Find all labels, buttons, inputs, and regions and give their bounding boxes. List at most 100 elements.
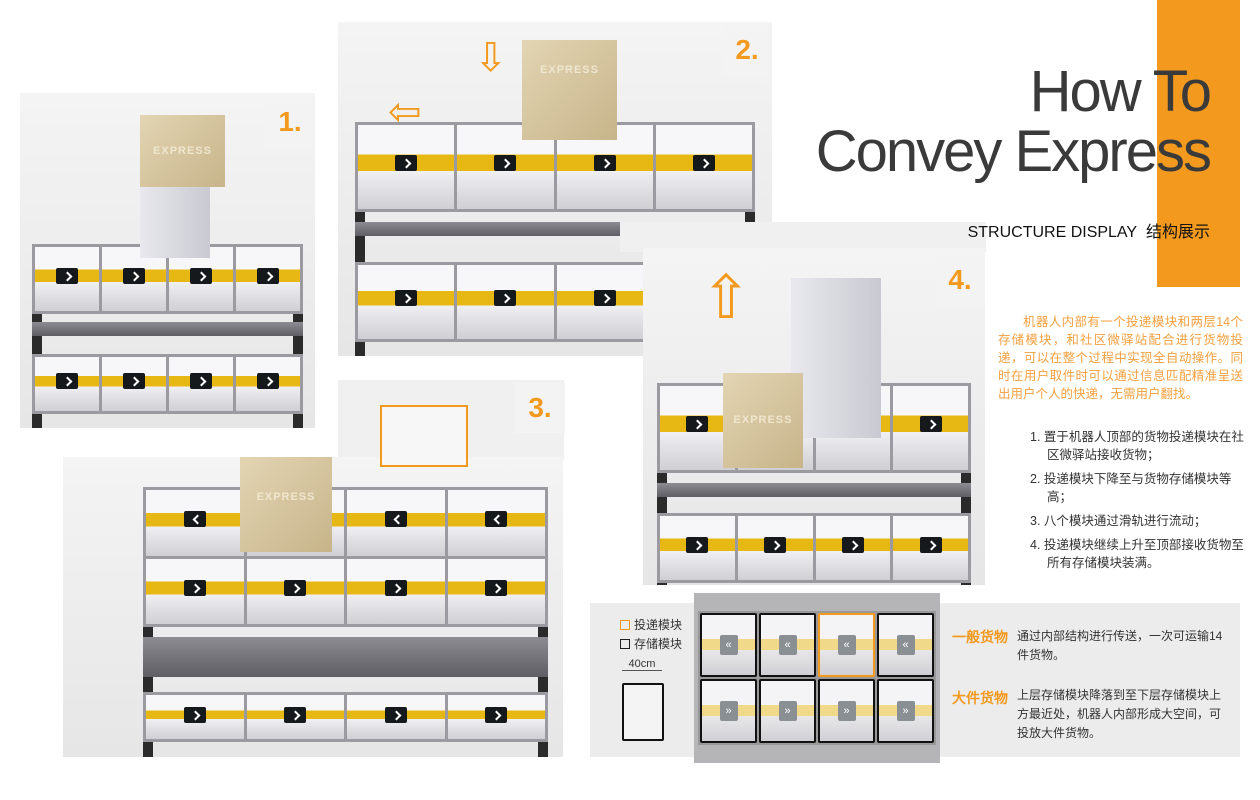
storage-tile xyxy=(347,558,445,624)
module-outline xyxy=(622,683,664,741)
steps-list: 1. 置于机器人顶部的货物投递模块在社区微驿站接收货物； 2. 投递模块下降至与… xyxy=(1030,428,1245,578)
module-grid: « « « « » » » » xyxy=(698,611,936,745)
storage-tile xyxy=(659,515,735,580)
right-chevron-icon xyxy=(764,536,787,553)
list-item: 4. 投递模块继续上升至顶部接收货物至所有存储模块装满。 xyxy=(1030,538,1244,570)
left-arrow-icon: « xyxy=(778,635,797,655)
delivery-module-cell: « xyxy=(818,613,875,677)
left-chevron-icon xyxy=(485,511,508,528)
right-arrow-icon: » xyxy=(719,701,738,721)
right-arrow-icon: » xyxy=(837,701,856,721)
cycle-arrow-icon xyxy=(380,405,468,467)
right-chevron-icon xyxy=(257,267,280,284)
storage-tile xyxy=(236,356,301,411)
storage-tile xyxy=(447,695,545,739)
storage-tile xyxy=(447,558,545,624)
storage-tile xyxy=(236,246,301,311)
right-chevron-icon xyxy=(593,154,616,171)
storage-tile xyxy=(101,356,166,411)
right-chevron-icon xyxy=(384,579,407,596)
lower-deck xyxy=(31,353,304,414)
right-chevron-icon xyxy=(919,536,942,553)
right-arrow-icon: » xyxy=(778,701,797,721)
right-chevron-icon xyxy=(284,579,307,596)
right-chevron-icon xyxy=(284,706,307,723)
section-subtitle: STRUCTURE DISPLAY 结构展示 xyxy=(967,224,1210,241)
down-arrow-icon: ⇩ xyxy=(474,36,508,80)
right-chevron-icon xyxy=(686,415,709,432)
conveyor-robot xyxy=(31,243,304,428)
left-arrow-icon: ⇦ xyxy=(388,90,422,134)
list-item: 1. 置于机器人顶部的货物投递模块在社区微驿站接收货物； xyxy=(1030,430,1244,462)
right-chevron-icon xyxy=(841,536,864,553)
right-chevron-icon xyxy=(190,267,213,284)
delivery-module xyxy=(140,178,210,258)
lower-deck xyxy=(656,512,972,583)
storage-module-cell: « xyxy=(759,613,816,677)
storage-tile xyxy=(146,695,244,739)
storage-tile xyxy=(347,695,445,739)
left-arrow-icon: « xyxy=(896,635,915,655)
list-item: 3. 八个模块通过滑轨进行流动； xyxy=(1030,514,1207,528)
storage-tile xyxy=(659,385,735,470)
storage-tile xyxy=(146,558,244,624)
storage-module-cell: » xyxy=(877,679,934,743)
storage-tile xyxy=(556,265,653,340)
left-arrow-icon: « xyxy=(719,635,738,655)
step-number: 3. xyxy=(515,383,565,433)
right-chevron-icon xyxy=(593,290,616,307)
size-label: 40cm xyxy=(622,658,662,671)
right-chevron-icon xyxy=(384,706,407,723)
category-desc: 通过内部结构进行传送，一次可运输14件货物。 xyxy=(1017,629,1223,662)
list-item: 2. 投递模块下降至与货物存储模块等高； xyxy=(1030,472,1232,504)
storage-tile xyxy=(893,515,969,580)
storage-tile xyxy=(34,246,99,311)
right-chevron-icon xyxy=(55,373,78,390)
storage-tile xyxy=(146,490,244,556)
right-chevron-icon xyxy=(395,154,418,171)
upper-deck xyxy=(31,243,304,314)
express-box: EXPRESS xyxy=(240,457,332,552)
storage-tile xyxy=(457,265,554,340)
step4-illustration: EXPRESS ⇧ xyxy=(643,248,985,585)
category-name: 一般货物 xyxy=(952,629,1008,645)
right-chevron-icon xyxy=(190,373,213,390)
express-box: EXPRESS xyxy=(723,373,803,468)
right-chevron-icon xyxy=(183,579,206,596)
storage-tile xyxy=(169,356,234,411)
storage-tile xyxy=(815,515,891,580)
storage-tile xyxy=(655,125,752,210)
upper-deck xyxy=(143,487,548,627)
storage-tile xyxy=(358,265,455,340)
right-chevron-icon xyxy=(919,415,942,432)
right-chevron-icon xyxy=(485,706,508,723)
right-chevron-icon xyxy=(494,154,517,171)
storage-tile xyxy=(893,385,969,470)
storage-tile xyxy=(246,695,344,739)
storage-tile xyxy=(737,515,813,580)
storage-tile xyxy=(358,125,455,210)
category-name: 大件货物 xyxy=(952,690,1008,706)
conveyor-robot xyxy=(143,487,548,757)
lower-deck xyxy=(143,692,548,742)
right-arrow-icon: » xyxy=(896,701,915,721)
storage-tile xyxy=(34,356,99,411)
step-number: 2. xyxy=(722,25,772,75)
storage-tile xyxy=(347,490,445,556)
step2-illustration: EXPRESS ⇩ ⇦ xyxy=(338,22,772,356)
right-chevron-icon xyxy=(686,536,709,553)
left-arrow-icon: « xyxy=(837,635,856,655)
right-chevron-icon xyxy=(494,290,517,307)
step-number: 1. xyxy=(265,97,315,147)
page-title: How To Convey Express xyxy=(815,59,1212,184)
express-box: EXPRESS xyxy=(140,115,225,187)
storage-module-cell: « xyxy=(700,613,757,677)
legend-delivery: 投递模块 xyxy=(620,616,682,633)
express-box: EXPRESS xyxy=(522,40,617,140)
orange-accent-bar xyxy=(1157,0,1240,287)
delivery-module xyxy=(791,278,881,438)
storage-module-cell: » xyxy=(700,679,757,743)
right-chevron-icon xyxy=(485,579,508,596)
storage-module-cell: « xyxy=(877,613,934,677)
intro-paragraph: 机器人内部有一个投递模块和两层14个存储模块，和社区微驿站配合进行货物投递，可以… xyxy=(998,315,1243,401)
